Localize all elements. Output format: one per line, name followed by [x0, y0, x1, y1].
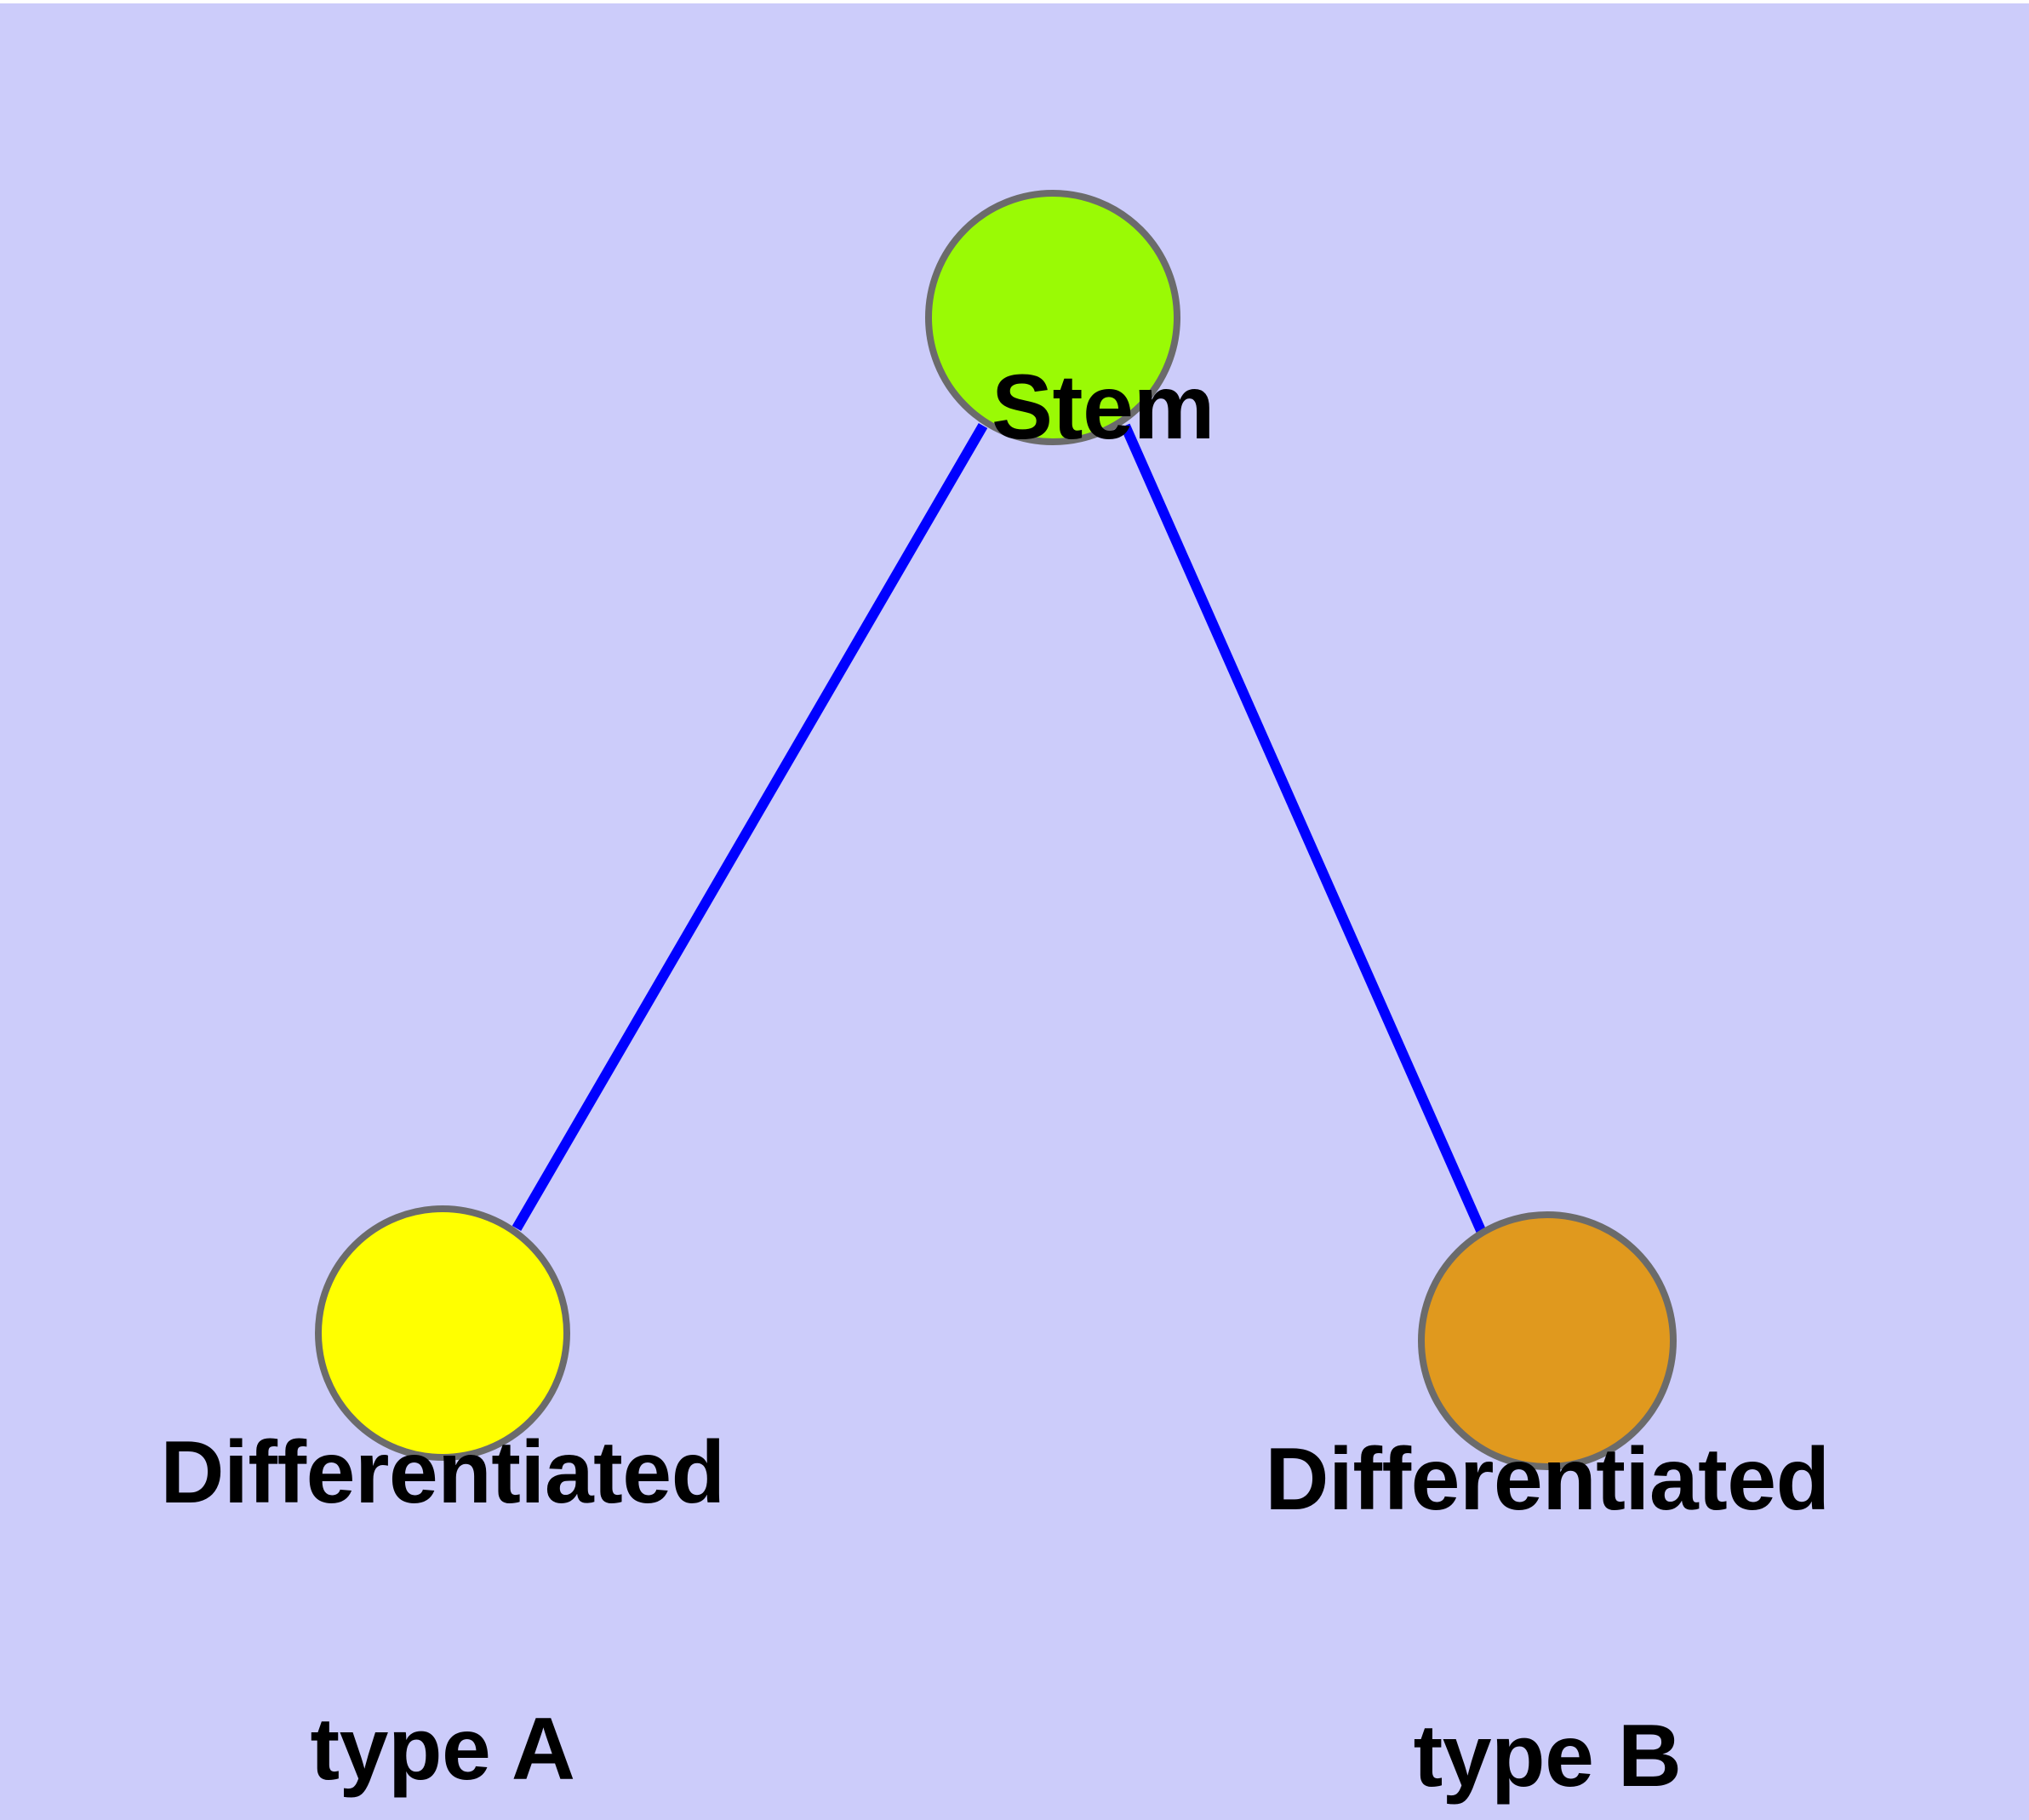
edge-stem-to-differentiated-type-b: [1120, 423, 1488, 1237]
node-differentiated-type-b[interactable]: [1418, 1211, 1677, 1470]
edge-stem-to-differentiated-type-a: [512, 422, 988, 1232]
node-stem[interactable]: [925, 190, 1180, 445]
node-differentiated-type-a[interactable]: [315, 1205, 570, 1461]
node-layer: [315, 190, 1677, 1470]
edge-layer: [512, 422, 1488, 1237]
